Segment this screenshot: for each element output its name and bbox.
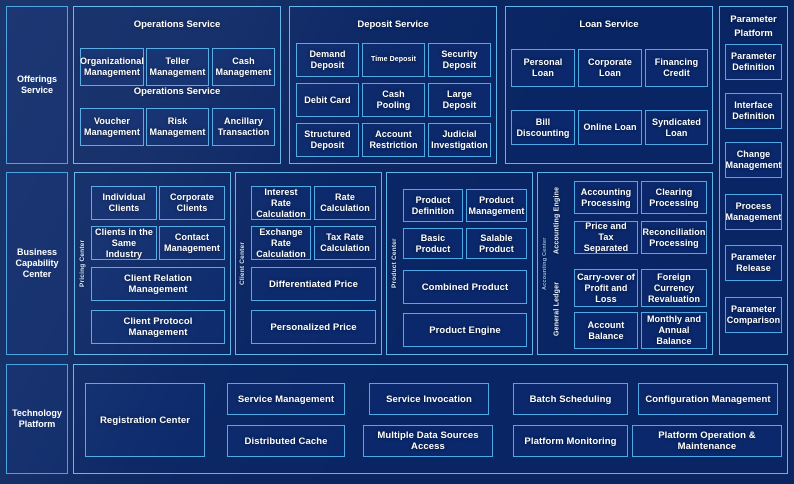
item-individual-clients[interactable]: Individual Clients (91, 186, 157, 220)
group-subtitle-operations-service: Operations Service (133, 86, 221, 97)
sidebar-title-line2: Platform (734, 28, 773, 39)
item-teller-management[interactable]: Teller Management (146, 48, 209, 86)
item-monthly-and-annual-balance[interactable]: Monthly and Annual Balance (641, 312, 707, 349)
item-differentiated-price[interactable]: Differentiated Price (251, 267, 376, 301)
item-reconciliation-processing[interactable]: Reconciliation Processing (641, 221, 707, 254)
item-batch-scheduling[interactable]: Batch Scheduling (513, 383, 628, 415)
item-ancillary-transaction[interactable]: Ancillary Transaction (212, 108, 275, 146)
sidebar-item-parameter-release[interactable]: Parameter Release (725, 245, 782, 281)
item-platform-monitoring[interactable]: Platform Monitoring (513, 425, 628, 457)
vlabel-accounting-engine: Accounting Engine (553, 186, 561, 254)
row-label-business-capability-center-text: Business Capability Center (15, 247, 59, 279)
sidebar-item-parameter-comparison[interactable]: Parameter Comparison (725, 297, 782, 333)
group-title-loan-service: Loan Service (579, 19, 639, 30)
item-clients-in-the-same-industry[interactable]: Clients in the Same Industry (91, 226, 157, 260)
item-service-invocation[interactable]: Service Invocation (369, 383, 489, 415)
item-service-management[interactable]: Service Management (227, 383, 345, 415)
item-cash-pooling[interactable]: Cash Pooling (362, 83, 425, 117)
row-label-offerings-service-text: Offerings Service (16, 74, 57, 95)
item-carry-over-of-profit-and-loss[interactable]: Carry-over of Profit and Loss (574, 269, 638, 307)
item-account-restriction[interactable]: Account Restriction (362, 123, 425, 157)
item-distributed-cache[interactable]: Distributed Cache (227, 425, 345, 457)
item-platform-operation-and-maintenance[interactable]: Platform Operation & Maintenance (632, 425, 782, 457)
item-product-management[interactable]: Product Management (466, 189, 527, 222)
sidebar-item-interface-definition[interactable]: Interface Definition (725, 93, 782, 129)
item-large-deposit[interactable]: Large Deposit (428, 83, 491, 117)
item-exchange-rate-calculation[interactable]: Exchange Rate Calculation (251, 226, 311, 260)
item-corporate-loan[interactable]: Corporate Loan (578, 49, 642, 87)
item-combined-product[interactable]: Combined Product (403, 270, 527, 304)
item-online-loan[interactable]: Online Loan (578, 110, 642, 145)
item-configuration-management[interactable]: Configuration Management (638, 383, 778, 415)
item-tax-rate-calculation[interactable]: Tax Rate Calculation (314, 226, 376, 260)
item-structured-deposit[interactable]: Structured Deposit (296, 123, 359, 157)
sidebar-title-line1: Parameter (730, 14, 777, 25)
item-basic-product[interactable]: Basic Product (403, 228, 463, 259)
item-cash-management[interactable]: Cash Management (212, 48, 275, 86)
item-multiple-data-sources-access[interactable]: Multiple Data Sources Access (363, 425, 493, 457)
item-bill-discounting[interactable]: Bill Discounting (511, 110, 575, 145)
item-price-and-tax-separated[interactable]: Price and Tax Separated (574, 221, 638, 254)
item-debit-card[interactable]: Debit Card (296, 83, 359, 117)
item-risk-management[interactable]: Risk Management (146, 108, 209, 146)
row-label-technology-platform-text: Technology Platform (12, 408, 62, 429)
sidebar-item-parameter-definition[interactable]: Parameter Definition (725, 44, 782, 80)
row-label-business-capability-center[interactable]: Business Capability Center (6, 172, 68, 355)
item-clearing-processing[interactable]: Clearing Processing (641, 181, 707, 214)
item-account-balance[interactable]: Account Balance (574, 312, 638, 349)
item-organizational-management[interactable]: Organizational Management (80, 48, 144, 86)
item-financing-credit[interactable]: Financing Credit (645, 49, 708, 87)
item-personalized-price[interactable]: Personalized Price (251, 310, 376, 344)
row-label-technology-platform[interactable]: Technology Platform (6, 364, 68, 474)
sidebar-item-process-management[interactable]: Process Management (725, 194, 782, 230)
item-voucher-management[interactable]: Voucher Management (80, 108, 144, 146)
item-contact-management[interactable]: Contact Management (159, 226, 225, 260)
vlabel-product-center: Product Center (391, 238, 398, 289)
item-security-deposit[interactable]: Security Deposit (428, 43, 491, 77)
item-salable-product[interactable]: Salable Product (466, 228, 527, 259)
item-accounting-processing[interactable]: Accounting Processing (574, 181, 638, 214)
group-title-deposit-service: Deposit Service (357, 19, 429, 30)
item-client-relation-management[interactable]: Client Relation Management (91, 267, 225, 301)
item-registration-center[interactable]: Registration Center (85, 383, 205, 457)
item-corporate-clients[interactable]: Corporate Clients (159, 186, 225, 220)
item-foreign-currency-revaluation[interactable]: Foreign Currency Revaluation (641, 269, 707, 307)
item-product-definition[interactable]: Product Definition (403, 189, 463, 222)
item-judicial-investigation[interactable]: Judicial Investigation (428, 123, 491, 157)
item-product-engine[interactable]: Product Engine (403, 313, 527, 347)
item-client-protocol-management[interactable]: Client Protocol Management (91, 310, 225, 344)
vlabel-pricing-center: Pricing Center (79, 239, 86, 288)
vlabel-client-center: Client Center (239, 241, 246, 286)
item-personal-loan[interactable]: Personal Loan (511, 49, 575, 87)
group-title-operations-service: Operations Service (133, 19, 221, 30)
item-syndicated-loan[interactable]: Syndicated Loan (645, 110, 708, 145)
row-label-offerings-service[interactable]: Offerings Service (6, 6, 68, 164)
vlabel-accounting-center: Accounting Center (542, 237, 548, 290)
item-interest-rate-calculation[interactable]: Interest Rate Calculation (251, 186, 311, 220)
sidebar-item-change-management[interactable]: Change Management (725, 142, 782, 178)
item-rate-calculation[interactable]: Rate Calculation (314, 186, 376, 220)
item-demand-deposit[interactable]: Demand Deposit (296, 43, 359, 77)
item-time-deposit[interactable]: Time Deposit (362, 43, 425, 77)
vlabel-general-ledger: General Ledger (553, 281, 561, 337)
